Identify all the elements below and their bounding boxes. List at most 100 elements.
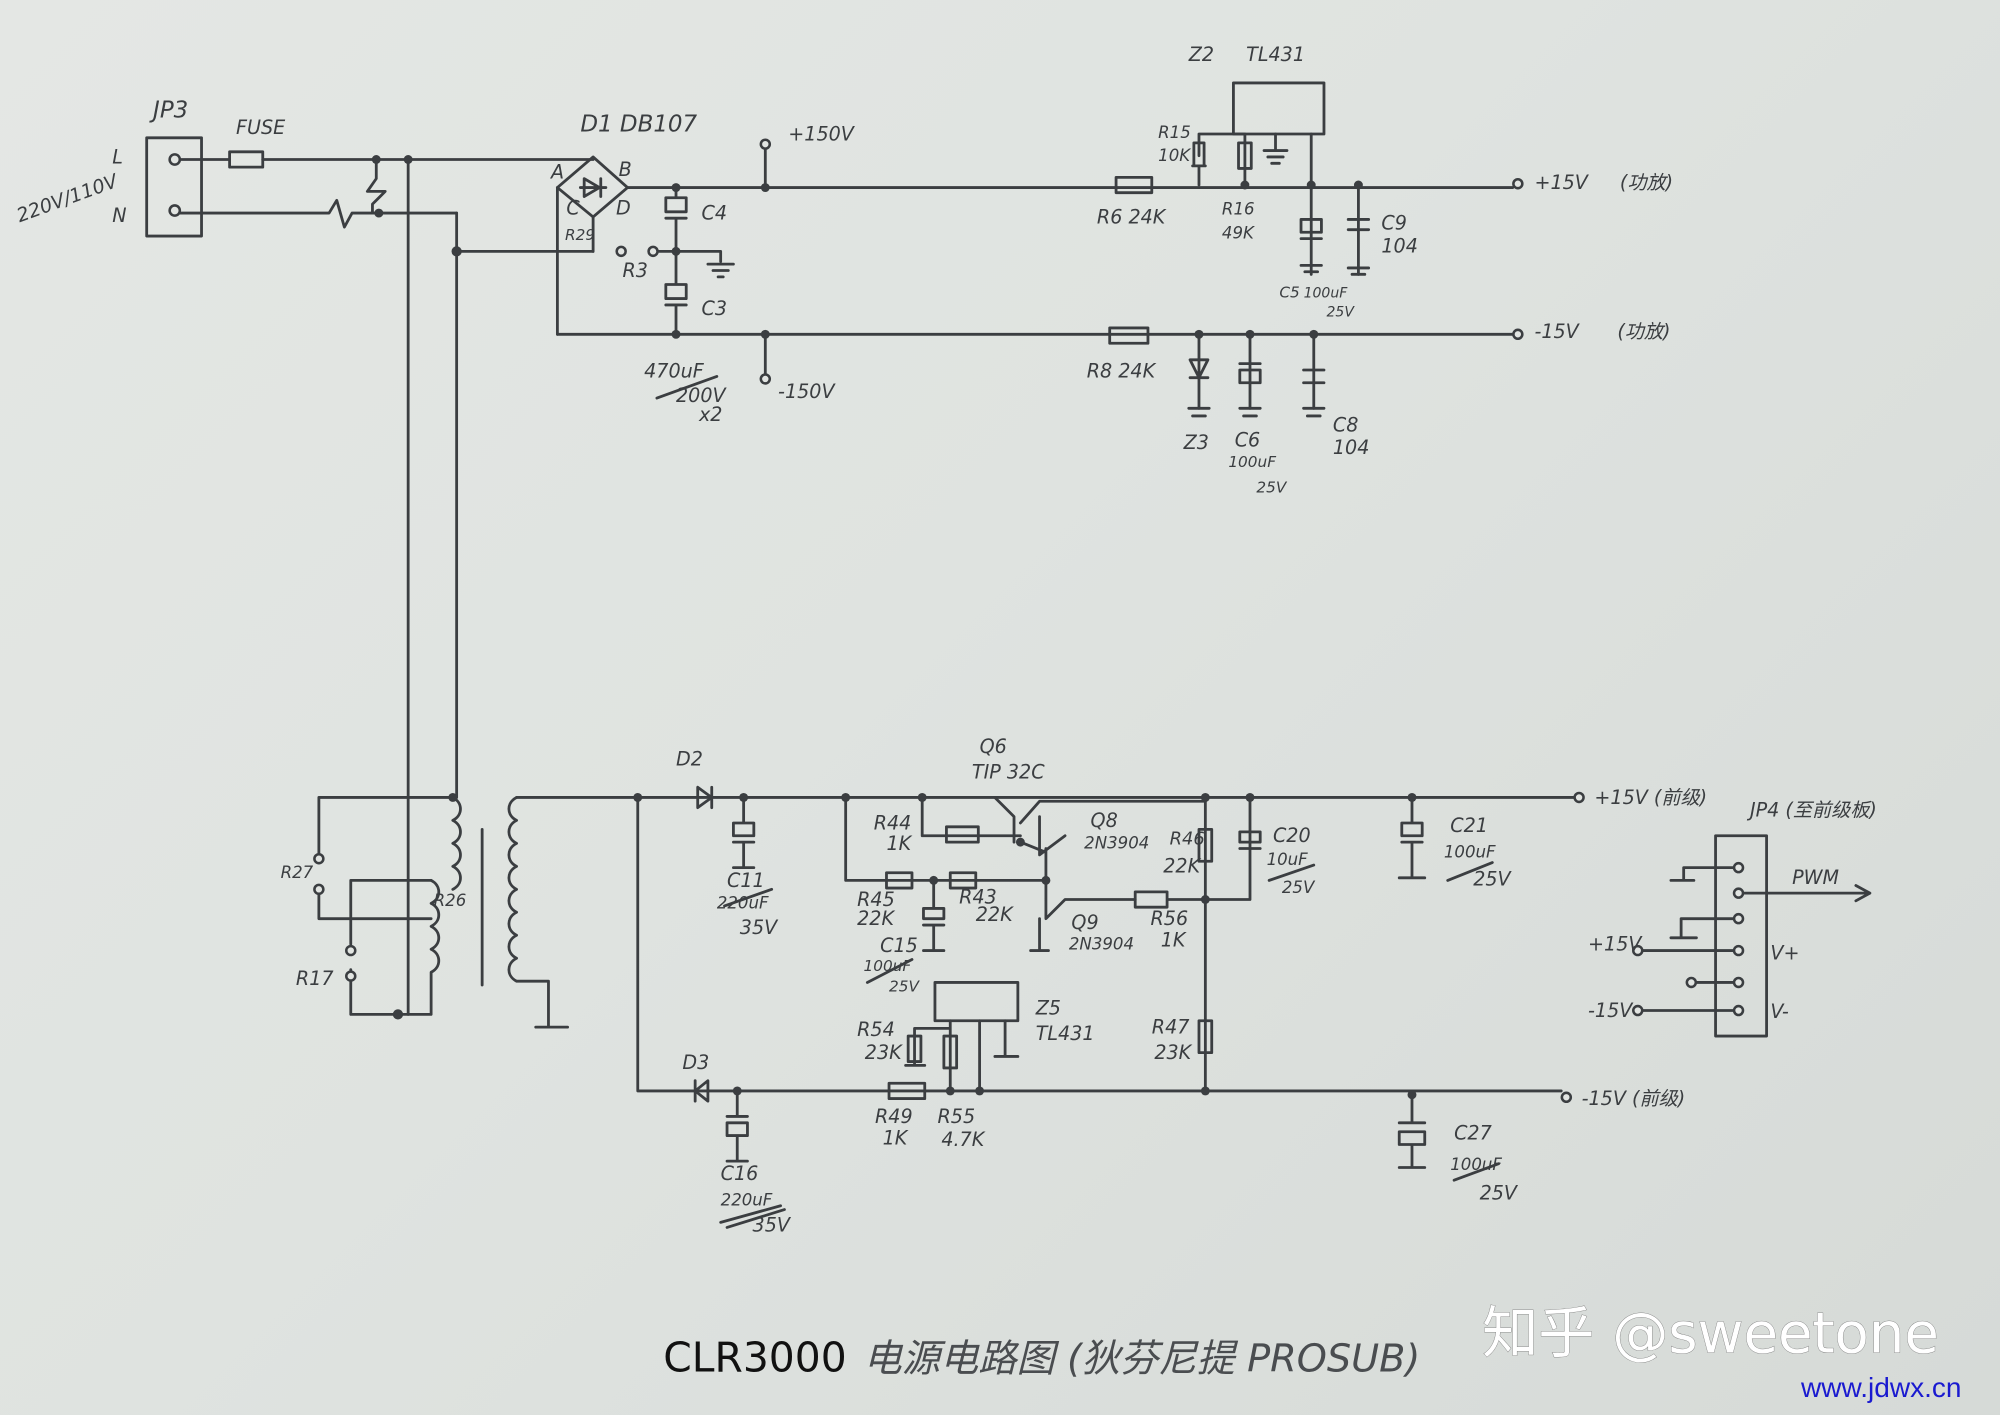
pre-pos-rail-label: +15V (前级) (1594, 786, 1707, 809)
pre-neg-rail-label: -15V (前级) (1582, 1087, 1686, 1110)
amp-pos-rail-note: (功放) (1620, 171, 1673, 194)
c8-label: C8 (1333, 413, 1359, 436)
vminus-label: V- (1770, 1000, 1788, 1023)
r16-value: 49K (1222, 224, 1255, 243)
bridge-pin-b: B (619, 158, 632, 181)
c6-voltage: 25V (1256, 479, 1287, 497)
bridge-pin-a: A (549, 161, 564, 184)
r16-label: R16 (1222, 199, 1255, 218)
c15-value: 100uF (864, 957, 912, 975)
r27-label: R27 (281, 863, 314, 882)
hv-cap-value: 470uF (644, 360, 705, 383)
pwm-label: PWM (1792, 866, 1839, 889)
r17-label: R17 (296, 967, 334, 990)
c5-voltage: 25V (1327, 304, 1356, 320)
c6-label: C6 (1235, 429, 1261, 452)
r54-label: R54 (857, 1018, 895, 1041)
amp-neg-rail-note: (功放) (1617, 320, 1670, 343)
jp4-neg15-label: -15V (1588, 999, 1634, 1022)
r8-label: R8 24K (1087, 360, 1157, 383)
c5-label: C5 (1279, 283, 1299, 301)
zhihu-watermark: 知乎 @sweetone (1482, 1301, 1939, 1366)
c9-value: 104 (1381, 235, 1418, 258)
amp-neg-rail-label: -15V (1534, 320, 1580, 343)
c21-label: C21 (1450, 814, 1488, 837)
q8-part: 2N3904 (1084, 833, 1149, 852)
c21-value: 100uF (1444, 842, 1496, 861)
jp4-pos15-label: +15V (1588, 933, 1643, 956)
r54-value: 23K (865, 1041, 903, 1064)
r45-label: R45 (857, 888, 895, 911)
z2-part: TL431 (1246, 43, 1305, 66)
r47-label: R47 (1152, 1015, 1190, 1038)
z5-label: Z5 (1035, 996, 1061, 1019)
r55-value: 4.7K (941, 1128, 985, 1151)
q6-label: Q6 (980, 735, 1007, 758)
c21-voltage: 25V (1473, 867, 1512, 890)
r15-label: R15 (1158, 123, 1191, 142)
d2-label: D2 (676, 748, 703, 771)
input-voltage: 220V/110V (13, 169, 122, 227)
r47-value: 23K (1154, 1041, 1192, 1064)
preamp-supply-circuit (515, 785, 1585, 1229)
neutral-label: N (112, 204, 126, 227)
q9-label: Q9 (1071, 911, 1098, 934)
r26-label: R26 (434, 891, 467, 910)
r15-value: 10K (1158, 146, 1191, 165)
z2-label: Z2 (1188, 43, 1214, 66)
r46-value: 22K (1163, 855, 1201, 878)
c20-value: 10uF (1267, 850, 1309, 869)
c11-label: C11 (727, 869, 765, 892)
r56-label: R56 (1151, 907, 1189, 930)
site-watermark: www.jdwx.cn (1800, 1372, 1962, 1403)
c20-label: C20 (1273, 824, 1311, 847)
transformer (313, 792, 570, 1029)
r43-value: 22K (976, 903, 1014, 926)
r3-label: R3 (622, 259, 647, 282)
r6-label: R6 24K (1097, 205, 1167, 228)
c11-value: 220uF (717, 893, 769, 912)
jp4-connector (1632, 834, 1872, 1038)
bridge-pin-d: D (616, 196, 631, 219)
bridge-rectifier (555, 155, 659, 336)
c4-label: C4 (702, 201, 728, 224)
line-label: L (112, 145, 123, 168)
r46-label: R46 (1170, 829, 1205, 850)
amp-positive-regulator (1114, 81, 1524, 276)
bridge-label: D1 DB107 (580, 111, 697, 137)
r45-value: 22K (857, 907, 895, 930)
r44-label: R44 (874, 811, 912, 834)
c16-label: C16 (721, 1162, 759, 1185)
input-wiring (178, 150, 595, 1016)
fuse-label: FUSE (236, 116, 286, 139)
r43-label: R43 (959, 885, 997, 908)
c20-voltage: 25V (1282, 878, 1316, 897)
diagram-title: CLR3000 (663, 1334, 846, 1382)
z5-part: TL431 (1036, 1022, 1095, 1045)
c5-value: 100uF (1304, 285, 1349, 301)
amp-negative-regulator (1108, 326, 1524, 418)
c6-value: 100uF (1228, 453, 1276, 471)
amp-pos-rail-label: +15V (1534, 171, 1589, 194)
r49-value: 1K (883, 1127, 909, 1150)
c27-label: C27 (1454, 1121, 1492, 1144)
c15-label: C15 (880, 934, 918, 957)
q8-label: Q8 (1091, 809, 1118, 832)
c27-value: 100uF (1450, 1155, 1502, 1174)
jp3-connector (145, 136, 203, 238)
r29-label: R29 (565, 226, 595, 244)
c16-voltage: 35V (753, 1213, 792, 1236)
c15-voltage: 25V (889, 977, 920, 995)
c11-voltage: 35V (740, 916, 779, 939)
jp4-label: JP4 (至前级板) (1746, 799, 1877, 822)
d3-label: D3 (682, 1051, 709, 1074)
bridge-pin-c: C (566, 196, 580, 219)
c27-voltage: 25V (1480, 1181, 1519, 1204)
hv-cap-count: x2 (698, 403, 722, 426)
q6-part: TIP 32C (972, 760, 1045, 783)
c9-label: C9 (1381, 212, 1407, 235)
hv-cap-voltage: 200V (676, 384, 727, 407)
r44-value: 1K (886, 832, 912, 855)
